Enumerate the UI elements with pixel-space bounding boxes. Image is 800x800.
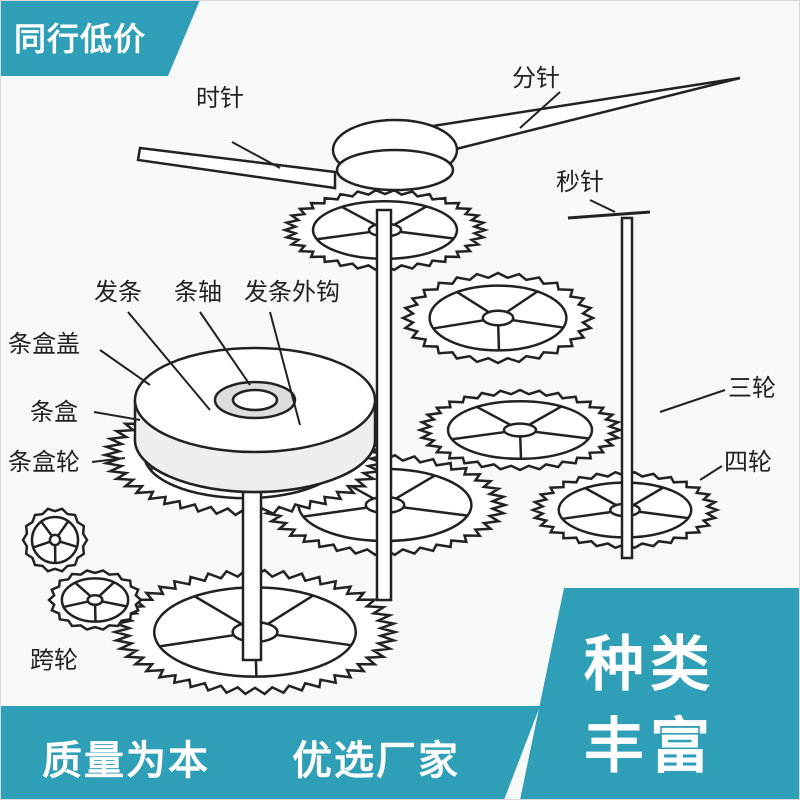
slogan-phrase-2: 优选厂家 xyxy=(292,738,460,784)
arbor-label: 条轴 xyxy=(174,278,222,306)
cross-wheel-label: 跨轮 xyxy=(30,646,78,674)
slogan-bar: 质量为本 优选厂家 xyxy=(0,706,540,800)
third-wheel-label: 三轮 xyxy=(728,374,776,402)
badge-text: 同行低价 xyxy=(14,20,147,58)
minute-hand-label: 分针 xyxy=(512,64,560,92)
hour-hand-shape xyxy=(136,146,337,190)
gear-small-left xyxy=(21,507,89,573)
slogan-phrase-1: 质量为本 xyxy=(42,738,210,784)
second-hand-shape xyxy=(567,210,651,220)
variety-line-2: 丰富 xyxy=(584,712,716,782)
barrel-cover-label: 条盒盖 xyxy=(8,330,80,358)
mainspring-label: 发条 xyxy=(94,278,142,306)
leader-lines xyxy=(91,91,726,481)
gear-cross-small xyxy=(47,569,143,631)
outer-hook-label: 发条外钩 xyxy=(244,278,340,306)
second-hand-post xyxy=(620,216,634,560)
barrel-assembly xyxy=(133,346,377,494)
fourth-wheel-label: 四轮 xyxy=(724,448,772,476)
minute-hand-shape xyxy=(416,76,741,152)
barrel-label: 条盒 xyxy=(30,398,78,426)
gear-third-wheel xyxy=(416,388,624,472)
variety-box: 种类 丰富 xyxy=(520,588,800,800)
barrel-wheel-label: 条盒轮 xyxy=(8,448,80,476)
hour-hand-label: 时针 xyxy=(196,84,244,112)
variety-line-1: 种类 xyxy=(584,630,716,700)
gear-upper-right xyxy=(399,271,597,365)
low-price-badge: 同行低价 xyxy=(0,0,200,76)
second-hand-label: 秒针 xyxy=(556,168,604,196)
